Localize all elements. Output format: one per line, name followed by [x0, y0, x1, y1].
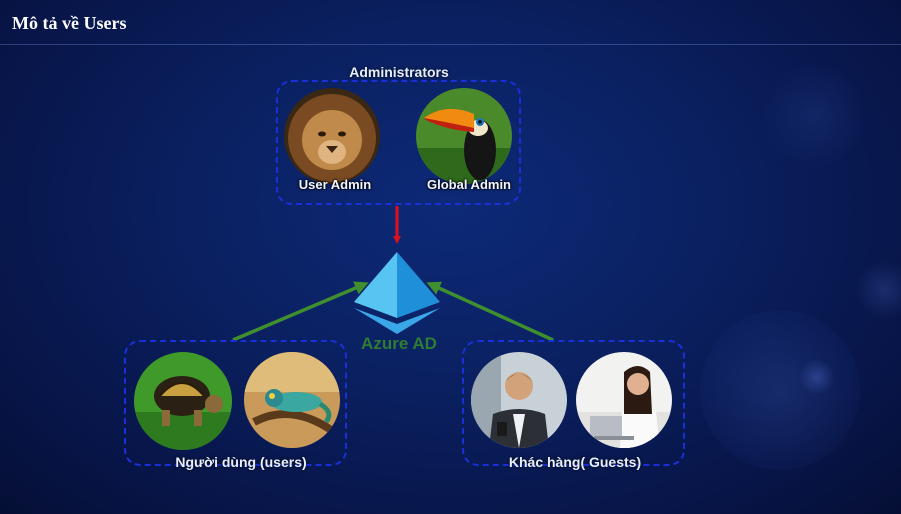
- administrators-group: [276, 80, 521, 205]
- guests-group: [462, 340, 685, 466]
- guests-label: Khác hàng( Guests): [508, 454, 642, 470]
- lion-photo: [284, 88, 380, 184]
- users-to-azure-arrow: [232, 281, 369, 342]
- businessman-photo: [471, 352, 567, 448]
- global-admin-label: Global Admin: [426, 177, 512, 192]
- guests-to-azure-arrow: [426, 281, 554, 342]
- page-title: Mô tả về Users: [12, 13, 127, 33]
- title-bar: Mô tả về Users: [0, 0, 901, 45]
- user-admin-label: User Admin: [298, 177, 372, 192]
- tortoise-photo: [134, 352, 232, 450]
- users-label: Người dùng (users): [175, 454, 307, 470]
- users-group: [124, 340, 347, 466]
- administrators-label: Administrators: [349, 64, 449, 80]
- woman-laptop-photo: [576, 352, 672, 448]
- chameleon-photo: [244, 352, 340, 448]
- azure-ad-label: Azure AD: [361, 334, 437, 353]
